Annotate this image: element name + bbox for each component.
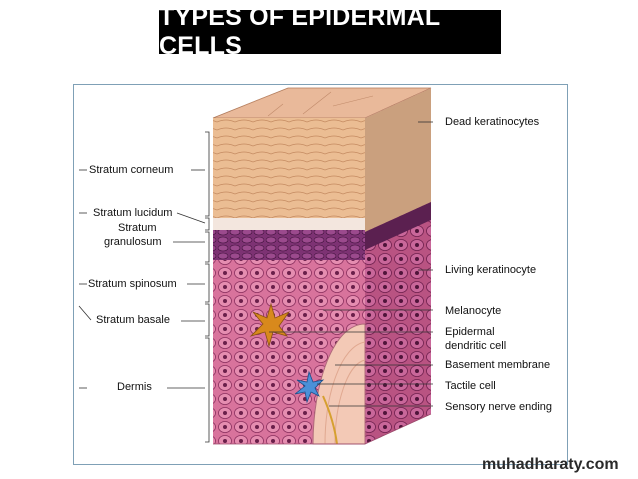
label-stratum-corneum: Stratum corneum (89, 164, 174, 176)
label-dermis: Dermis (117, 381, 152, 393)
label-epidermal-dendritic-line1: Epidermal (445, 326, 495, 338)
label-stratum-granulosum-line2: granulosum (104, 236, 162, 248)
label-epidermal-dendritic-line2: dendritic cell (445, 340, 507, 352)
label-tactile-cell: Tactile cell (445, 380, 496, 392)
left-brackets (78, 131, 210, 443)
stratum-lucidum-layer (213, 218, 365, 230)
label-stratum-spinosum: Stratum spinosum (88, 278, 177, 290)
label-dead-keratinocytes: Dead keratinocytes (445, 116, 540, 128)
stratum-granulosum-layer (213, 230, 365, 260)
melanocyte-cell (249, 302, 291, 348)
label-basement-membrane: Basement membrane (445, 359, 551, 371)
stratum-corneum-layer (213, 118, 365, 232)
label-stratum-basale: Stratum basale (96, 314, 170, 326)
right-leaders (269, 121, 433, 407)
label-stratum-lucidum: Stratum lucidum (93, 207, 173, 219)
label-melanocyte: Melanocyte (445, 305, 502, 317)
label-living-keratinocyte: Living keratinocyte (445, 264, 537, 276)
slide-title: TYPES OF EPIDERMAL CELLS (159, 3, 501, 60)
watermark-text: muhadharaty.com (482, 456, 619, 473)
sensory-nerve (322, 395, 338, 445)
label-stratum-granulosum-line1: Stratum (118, 222, 157, 234)
tactile-cell (294, 370, 325, 404)
label-sensory-nerve-ending: Sensory nerve ending (445, 401, 553, 413)
skin-block-illustration (78, 87, 433, 445)
